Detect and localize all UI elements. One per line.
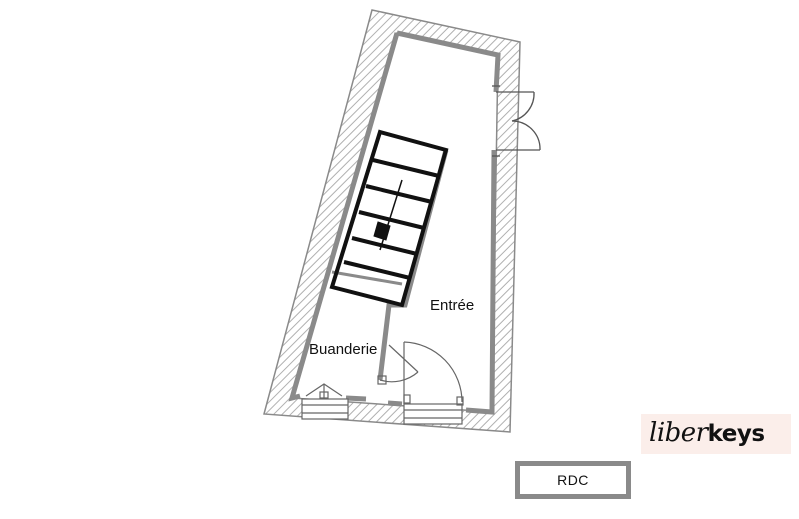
level-indicator: RDC: [515, 461, 631, 499]
entry-door: [403, 341, 464, 425]
room-label-buanderie: Buanderie: [309, 341, 378, 358]
exterior-double-door: [492, 85, 541, 157]
partition-wall-inner: [331, 270, 403, 286]
window: [301, 383, 349, 420]
logo-text: liberkeys: [649, 418, 765, 448]
staircase: [329, 129, 449, 308]
inner-wall: [288, 30, 501, 415]
liberkeys-logo: liberkeys: [641, 414, 791, 454]
level-label: RDC: [557, 472, 589, 488]
room-label-entree: Entrée: [430, 297, 475, 314]
